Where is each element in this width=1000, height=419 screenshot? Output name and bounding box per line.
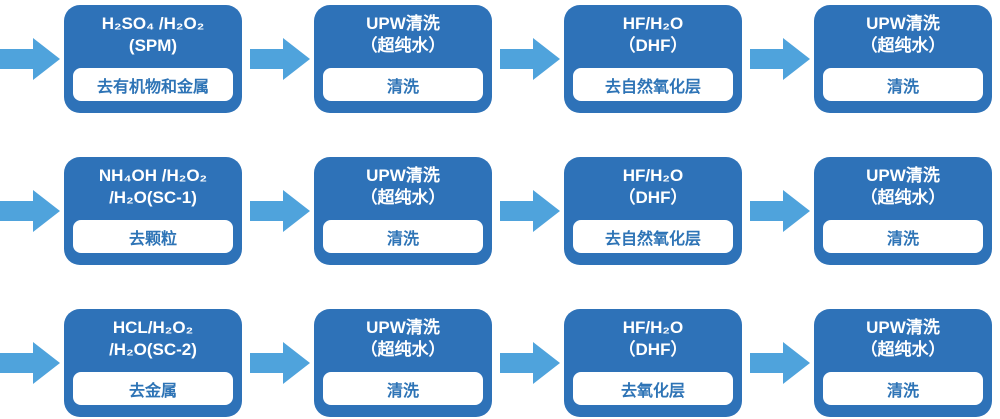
step-title: HF/H₂O （DHF） <box>619 165 688 209</box>
step-action-label: 清洗 <box>323 68 483 101</box>
step-action-label: 去颗粒 <box>73 220 233 253</box>
step-action-label: 去自然氧化层 <box>573 220 733 253</box>
flow-step-upw-rinse: UPW清洗 （超纯水） 清洗 <box>314 157 492 265</box>
flow-arrow-icon <box>750 38 810 80</box>
flow-row-2: NH₄OH /H₂O₂ /H₂O(SC-1) 去颗粒 UPW清洗 （超纯水） 清… <box>0 157 1000 265</box>
step-title: UPW清洗 （超纯水） <box>361 165 446 209</box>
step-title: UPW清洗 （超纯水） <box>861 317 946 361</box>
flow-arrow-icon <box>250 190 310 232</box>
flow-arrow-icon <box>250 342 310 384</box>
step-title-line1: UPW清洗 <box>866 318 940 337</box>
step-title: HCL/H₂O₂ /H₂O(SC-2) <box>109 317 197 361</box>
step-title: HF/H₂O （DHF） <box>619 317 688 361</box>
step-title-line2: （超纯水） <box>360 340 446 359</box>
flow-step-spm: H₂SO₄ /H₂O₂ (SPM) 去有机物和金属 <box>64 5 242 113</box>
flow-step-sc1: NH₄OH /H₂O₂ /H₂O(SC-1) 去颗粒 <box>64 157 242 265</box>
flow-step-upw-rinse: UPW清洗 （超纯水） 清洗 <box>814 5 992 113</box>
step-title-line1: UPW清洗 <box>866 14 940 33</box>
step-title-line2: （超纯水） <box>860 36 946 55</box>
step-title-line2: （DHF） <box>618 188 688 207</box>
flow-step-upw-rinse: UPW清洗 （超纯水） 清洗 <box>314 5 492 113</box>
step-title-line2: （超纯水） <box>360 36 446 55</box>
step-title-line2: /H₂O(SC-1) <box>109 188 197 207</box>
step-title-line1: UPW清洗 <box>366 318 440 337</box>
step-title-line2: （DHF） <box>618 36 688 55</box>
step-action-label: 清洗 <box>823 372 983 405</box>
step-title-line1: UPW清洗 <box>866 166 940 185</box>
step-title: UPW清洗 （超纯水） <box>361 317 446 361</box>
step-title-line1: HF/H₂O <box>622 14 684 33</box>
step-action-label: 清洗 <box>323 372 483 405</box>
flow-arrow-icon <box>0 190 60 232</box>
step-title-line1: UPW清洗 <box>366 14 440 33</box>
step-action-label: 去金属 <box>73 372 233 405</box>
step-title: UPW清洗 （超纯水） <box>361 13 446 57</box>
flow-step-dhf: HF/H₂O （DHF） 去自然氧化层 <box>564 5 742 113</box>
step-title: HF/H₂O （DHF） <box>619 13 688 57</box>
flow-arrow-icon <box>750 342 810 384</box>
step-title-line2: （超纯水） <box>860 340 946 359</box>
step-action-label: 清洗 <box>823 220 983 253</box>
flow-arrow-icon <box>500 38 560 80</box>
step-action-label: 去有机物和金属 <box>73 68 233 101</box>
step-title-line1: UPW清洗 <box>366 166 440 185</box>
flow-step-sc2: HCL/H₂O₂ /H₂O(SC-2) 去金属 <box>64 309 242 417</box>
step-title-line2: /H₂O(SC-2) <box>109 340 197 359</box>
step-title: H₂SO₄ /H₂O₂ (SPM) <box>102 13 205 57</box>
flow-arrow-icon <box>250 38 310 80</box>
step-title-line2: （超纯水） <box>360 188 446 207</box>
flow-step-upw-rinse: UPW清洗 （超纯水） 清洗 <box>814 157 992 265</box>
step-action-label: 清洗 <box>823 68 983 101</box>
step-title: NH₄OH /H₂O₂ /H₂O(SC-1) <box>99 165 207 209</box>
step-action-label: 去自然氧化层 <box>573 68 733 101</box>
step-action-label: 去氧化层 <box>573 372 733 405</box>
step-action-label: 清洗 <box>323 220 483 253</box>
step-title-line1: HF/H₂O <box>622 166 684 185</box>
flow-arrow-icon <box>0 342 60 384</box>
flow-row-1: H₂SO₄ /H₂O₂ (SPM) 去有机物和金属 UPW清洗 （超纯水） 清洗… <box>0 5 1000 113</box>
step-title-line2: （超纯水） <box>860 188 946 207</box>
flow-step-upw-rinse: UPW清洗 （超纯水） 清洗 <box>814 309 992 417</box>
step-title-line1: HCL/H₂O₂ <box>112 318 194 337</box>
flow-step-dhf: HF/H₂O （DHF） 去氧化层 <box>564 309 742 417</box>
flow-arrow-icon <box>750 190 810 232</box>
step-title-line1: H₂SO₄ /H₂O₂ <box>101 14 205 33</box>
flow-arrow-icon <box>500 190 560 232</box>
step-title: UPW清洗 （超纯水） <box>861 165 946 209</box>
flow-arrow-icon <box>0 38 60 80</box>
step-title-line1: NH₄OH /H₂O₂ <box>98 166 208 185</box>
step-title-line2: (SPM) <box>128 36 178 55</box>
flow-step-dhf: HF/H₂O （DHF） 去自然氧化层 <box>564 157 742 265</box>
step-title-line1: HF/H₂O <box>622 318 684 337</box>
step-title: UPW清洗 （超纯水） <box>861 13 946 57</box>
flow-step-upw-rinse: UPW清洗 （超纯水） 清洗 <box>314 309 492 417</box>
flow-row-3: HCL/H₂O₂ /H₂O(SC-2) 去金属 UPW清洗 （超纯水） 清洗 H… <box>0 309 1000 417</box>
flow-arrow-icon <box>500 342 560 384</box>
step-title-line2: （DHF） <box>618 340 688 359</box>
